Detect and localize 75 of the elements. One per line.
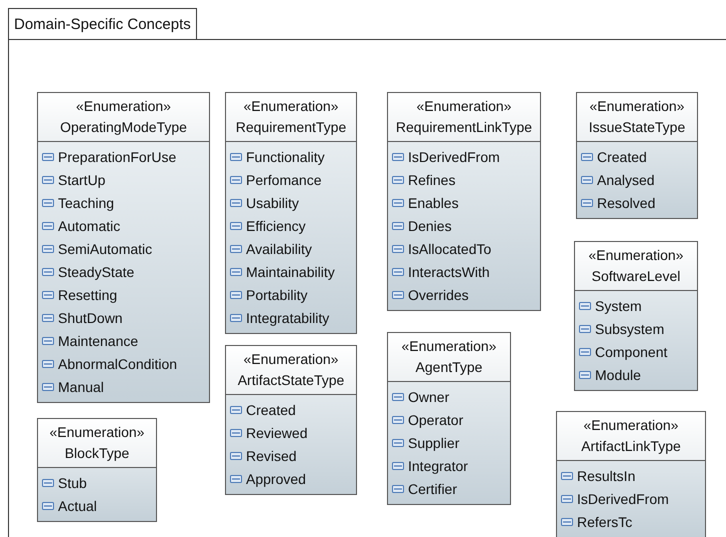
stereotype-label: «Enumeration» <box>402 337 496 356</box>
enum-literal: Integratability <box>246 310 330 326</box>
enum-literal: Module <box>595 366 641 382</box>
enum-literal: InteractsWith <box>408 264 490 280</box>
enum-literal: IsDerivedFrom <box>577 490 669 506</box>
class-name: IssueStateType <box>588 118 686 137</box>
stereotype-label: «Enumeration» <box>590 97 684 116</box>
enum-literal: Supplier <box>408 434 460 450</box>
class-name: OperatingModeType <box>60 118 187 137</box>
stereotype-label: «Enumeration» <box>244 97 338 116</box>
enum-literal: SemiAutomatic <box>58 240 152 256</box>
enum-literal: Subsystem <box>595 320 664 336</box>
enum-literal: Maintenance <box>58 332 138 348</box>
class-name: ArtifactStateType <box>238 371 344 390</box>
enum-literal: Resolved <box>597 194 656 210</box>
enumeration-class <box>387 332 511 505</box>
stereotype-label: «Enumeration» <box>50 423 144 442</box>
enum-literal: Owner <box>408 388 450 404</box>
class-name: BlockType <box>64 444 130 463</box>
enum-literal: Availability <box>246 240 312 256</box>
enum-literal: Integrator <box>408 458 468 474</box>
enum-literal: Created <box>597 148 647 164</box>
enum-literal: Refines <box>408 172 456 188</box>
enumeration-class <box>225 92 357 334</box>
class-name: ArtifactLinkType <box>581 437 681 456</box>
enum-literal: System <box>595 298 642 314</box>
enum-literal: Enables <box>408 194 459 210</box>
enum-literal: Resetting <box>58 286 118 302</box>
enum-literal: RefersTc <box>577 514 632 530</box>
enumeration-class <box>576 92 698 219</box>
enumeration-class <box>225 345 357 495</box>
enum-literal: Teaching <box>58 194 114 210</box>
enum-literal: Created <box>246 402 296 418</box>
class-name: AgentType <box>416 358 482 377</box>
enum-literal: Reviewed <box>246 424 308 440</box>
enum-literal: Operator <box>408 412 464 428</box>
enum-literal: Perfomance <box>246 172 322 188</box>
enum-literal: Analysed <box>597 172 655 188</box>
enum-literal: Stub <box>58 474 87 490</box>
enum-literal: Functionality <box>246 148 325 164</box>
enum-literal: Maintainability <box>246 264 335 280</box>
stereotype-label: «Enumeration» <box>416 97 512 116</box>
enum-literal: Manual <box>58 378 104 394</box>
enum-literal: Efficiency <box>246 218 306 234</box>
enum-literal: Revised <box>246 448 297 464</box>
stereotype-label: «Enumeration» <box>76 97 171 116</box>
enum-literal: Usability <box>246 194 299 210</box>
class-name: RequirementLinkType <box>396 118 532 137</box>
enum-literal: Automatic <box>58 218 120 234</box>
package-name: Domain-Specific Concepts <box>8 8 197 40</box>
enum-literal: IsAllocatedTo <box>408 240 492 256</box>
enum-literal: SteadyState <box>58 264 134 280</box>
class-name: SoftwareLevel <box>592 267 680 286</box>
class-name: RequirementType <box>236 118 346 137</box>
enum-literal: StartUp <box>58 172 106 188</box>
enum-literal: PreparationForUse <box>58 148 176 164</box>
enumeration-class <box>37 92 210 403</box>
enumeration-class <box>37 418 157 522</box>
enum-literal: Approved <box>246 470 306 486</box>
enum-literal: Overrides <box>408 286 469 302</box>
enum-literal: ShutDown <box>58 310 123 326</box>
enum-literal: ResultsIn <box>577 468 636 484</box>
enum-literal: Certifier <box>408 480 458 496</box>
enum-literal: Component <box>595 344 668 360</box>
stereotype-label: «Enumeration» <box>584 416 678 435</box>
enum-literal: Portability <box>246 286 308 302</box>
stereotype-label: «Enumeration» <box>244 350 338 369</box>
enum-literal: Denies <box>408 218 452 234</box>
enum-literal: IsDerivedFrom <box>408 148 500 164</box>
enumeration-class <box>556 411 706 537</box>
enum-literal: Actual <box>58 498 97 514</box>
enum-literal: AbnormalCondition <box>58 356 178 372</box>
stereotype-label: «Enumeration» <box>588 246 684 265</box>
enumeration-class <box>574 241 698 391</box>
enumeration-class <box>387 92 541 311</box>
